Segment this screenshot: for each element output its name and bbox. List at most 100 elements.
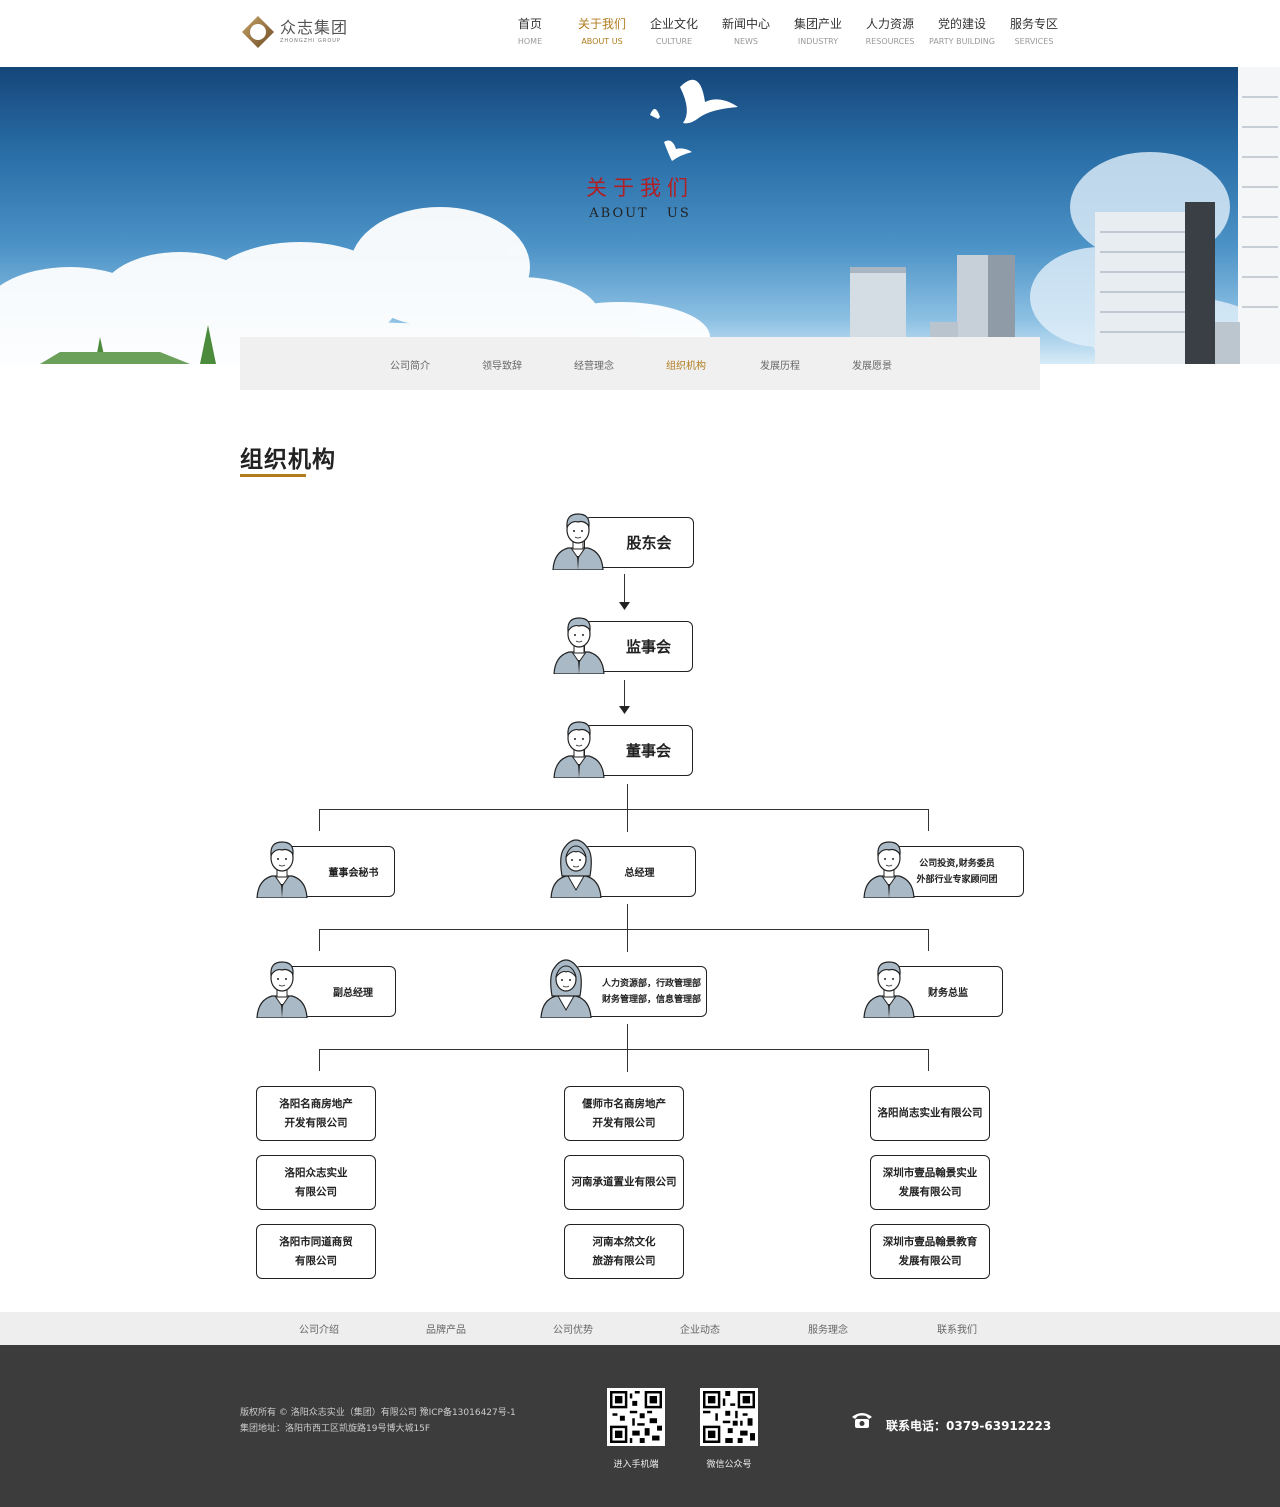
node-label-line: 人力资源部，行政管理部 xyxy=(601,978,701,989)
company-name-line: 洛阳尚志实业有限公司 xyxy=(877,1107,983,1119)
company-box: 河南本然文化旅游有限公司 xyxy=(564,1224,684,1279)
nav-sublabel: HOME xyxy=(517,37,543,46)
subnav-vision[interactable]: 发展愿景 xyxy=(852,361,892,372)
nav-culture[interactable]: 企业文化 CULTURE xyxy=(638,16,710,48)
connector-line xyxy=(319,929,320,951)
company-name-line: 偃师市名商房地产 xyxy=(582,1097,666,1110)
footer-link-brand-products[interactable]: 品牌产品 xyxy=(426,1325,466,1336)
nav-label: 关于我们 xyxy=(577,17,626,31)
connector-line xyxy=(319,929,929,930)
company-box: 洛阳尚志实业有限公司 xyxy=(870,1086,990,1141)
male-avatar-icon xyxy=(862,958,916,1018)
banner-subtitle: ABOUT US xyxy=(589,206,691,221)
nav-label: 服务专区 xyxy=(1009,17,1058,31)
footer-link-advantages[interactable]: 公司优势 xyxy=(553,1325,593,1336)
footer-links-bar: 公司介绍 品牌产品 公司优势 企业动态 服务理念 联系我们 xyxy=(0,1312,1280,1345)
male-avatar-icon xyxy=(551,510,605,570)
subnav-business-philosophy[interactable]: 经营理念 xyxy=(574,361,614,372)
footer-link-contact[interactable]: 联系我们 xyxy=(937,1325,977,1336)
qr-code-icon xyxy=(610,1391,662,1443)
org-node-departments: 人力资源部，行政管理部 财务管理部，信息管理部 xyxy=(574,966,707,1017)
nav-sublabel: ABOUT US xyxy=(581,37,623,46)
section-title: 组织机构 xyxy=(240,447,336,473)
connector-line xyxy=(928,929,929,951)
logo-text-en: ZHONGZHI GROUP xyxy=(280,38,341,44)
nav-sublabel: CULTURE xyxy=(655,37,693,46)
nav-resources[interactable]: 人力资源 RESOURCES xyxy=(854,16,926,48)
nav-sublabel: INDUSTRY xyxy=(797,37,839,46)
company-box: 深圳市壹品翰景实业发展有限公司 xyxy=(870,1155,990,1210)
logo-icon xyxy=(242,16,274,48)
org-node-cfo: 财务总监 xyxy=(893,966,1003,1017)
subnav-organization[interactable]: 组织机构 xyxy=(666,361,706,372)
org-node-shareholders: 股东会 xyxy=(584,517,694,568)
node-label-line: 财务管理部，信息管理部 xyxy=(601,994,701,1005)
qr-code-icon xyxy=(703,1391,755,1443)
male-avatar-icon xyxy=(552,718,606,778)
company-name-line: 发展有限公司 xyxy=(898,1185,962,1198)
qr-label-wechat: 微信公众号 xyxy=(706,1460,752,1470)
banner-title: 关于我们 xyxy=(586,176,694,200)
nav-about[interactable]: 关于我们 ABOUT US xyxy=(566,16,638,48)
male-avatar-icon xyxy=(255,958,309,1018)
footer-info: 版权所有 © 洛阳众志实业（集团）有限公司 豫ICP备13016427号-1 集… xyxy=(240,1405,516,1437)
nav-sublabel: RESOURCES xyxy=(865,37,915,46)
company-name-line: 洛阳市同道商贸 xyxy=(279,1235,353,1248)
company-box: 洛阳众志实业有限公司 xyxy=(256,1155,376,1210)
logo-text-cn: 众志集团 xyxy=(280,18,349,37)
qr-code-mobile[interactable] xyxy=(607,1388,665,1446)
arrow-down-icon xyxy=(619,706,630,714)
nav-industry[interactable]: 集团产业 INDUSTRY xyxy=(782,16,854,48)
copyright-text: 版权所有 © 洛阳众志实业（集团）有限公司 豫ICP备13016427号-1 xyxy=(240,1408,516,1418)
connector-line xyxy=(627,1024,628,1072)
node-label-line: 外部行业专家顾问团 xyxy=(916,874,998,885)
sub-nav: 公司简介 领导致辞 经营理念 组织机构 发展历程 发展愿景 xyxy=(240,337,1040,390)
connector-line xyxy=(319,1049,929,1050)
hero-banner: 关于我们 ABOUT US xyxy=(0,67,1280,364)
nav-label: 集团产业 xyxy=(793,17,842,31)
logo[interactable]: 众志集团 ZHONGZHI GROUP xyxy=(240,14,348,50)
connector-line xyxy=(624,574,625,608)
site-header: 众志集团 ZHONGZHI GROUP 首页 HOME 关于我们 ABOUT US … xyxy=(0,0,1280,67)
company-box: 深圳市壹品翰景教育发展有限公司 xyxy=(870,1224,990,1279)
company-box: 偃师市名商房地产开发有限公司 xyxy=(564,1086,684,1141)
footer-link-company-intro[interactable]: 公司介绍 xyxy=(299,1325,339,1336)
nav-label: 企业文化 xyxy=(649,17,698,31)
company-name-line: 河南承道置业有限公司 xyxy=(571,1176,677,1188)
subnav-history[interactable]: 发展历程 xyxy=(760,361,800,372)
company-box: 河南承道置业有限公司 xyxy=(564,1155,684,1210)
footer-link-news[interactable]: 企业动态 xyxy=(680,1325,720,1336)
nav-label: 新闻中心 xyxy=(721,17,770,31)
nav-home[interactable]: 首页 HOME xyxy=(494,16,566,48)
connector-line xyxy=(928,1049,929,1071)
subnav-leader-speech[interactable]: 领导致辞 xyxy=(482,361,522,372)
company-name-line: 有限公司 xyxy=(295,1254,337,1267)
company-name-line: 开发有限公司 xyxy=(592,1116,656,1129)
footer-link-service-philosophy[interactable]: 服务理念 xyxy=(808,1325,848,1336)
male-avatar-icon xyxy=(255,838,309,898)
nav-label: 党的建设 xyxy=(937,17,986,31)
org-node-board: 董事会 xyxy=(584,725,693,776)
nav-sublabel: NEWS xyxy=(733,37,759,46)
nav-label: 人力资源 xyxy=(865,17,914,31)
nav-label: 首页 xyxy=(517,17,542,31)
company-box: 洛阳名商房地产开发有限公司 xyxy=(256,1086,376,1141)
qr-label-mobile: 进入手机端 xyxy=(613,1460,659,1470)
connector-line xyxy=(624,680,625,712)
qr-code-wechat[interactable] xyxy=(700,1388,758,1446)
female-avatar-icon xyxy=(549,838,603,898)
company-name-line: 河南本然文化 xyxy=(592,1235,656,1248)
org-node-general-manager: 总经理 xyxy=(583,846,696,897)
male-avatar-icon xyxy=(862,838,916,898)
company-name-line: 洛阳众志实业 xyxy=(284,1166,348,1179)
subnav-company-intro[interactable]: 公司简介 xyxy=(390,361,430,372)
node-label-line: 公司投资,财务委员 xyxy=(919,858,995,869)
company-box: 洛阳市同道商贸有限公司 xyxy=(256,1224,376,1279)
company-name-line: 旅游有限公司 xyxy=(592,1254,656,1267)
nav-news[interactable]: 新闻中心 NEWS xyxy=(710,16,782,48)
company-name-line: 深圳市壹品翰景教育 xyxy=(882,1235,978,1248)
contact-phone: 联系电话：0379-63912223 xyxy=(886,1419,1052,1433)
main-nav: 首页 HOME 关于我们 ABOUT US 企业文化 CULTURE 新闻中心 NEWS… xyxy=(494,16,1070,48)
